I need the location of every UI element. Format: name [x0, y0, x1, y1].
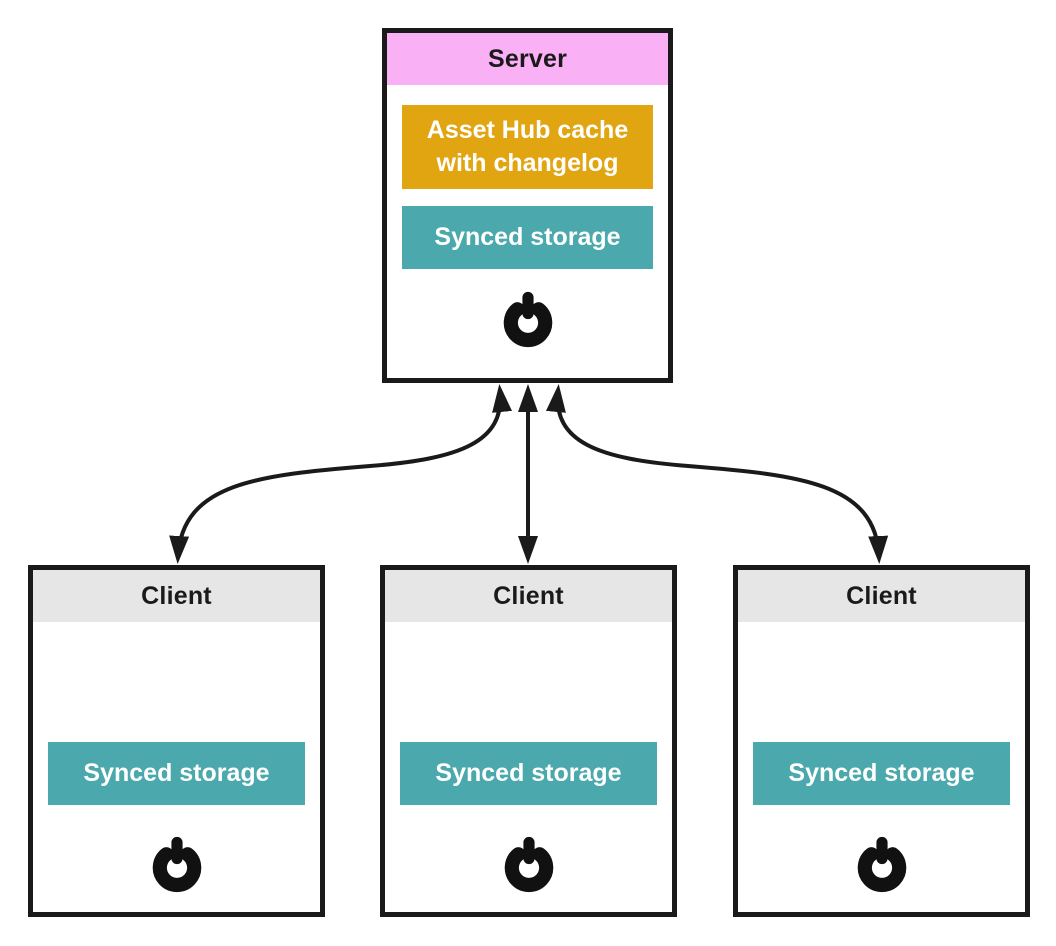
arrow-server-client-3 [546, 384, 889, 564]
client-3-synced-storage-label: Synced storage [788, 759, 975, 787]
client-2-header: Client [385, 570, 672, 622]
client-node-1: Client Synced storage [28, 565, 325, 917]
client-node-3: Client Synced storage [733, 565, 1030, 917]
client-3-header: Client [738, 570, 1025, 622]
client-3-power-icon [738, 836, 1025, 894]
server-node: Server Asset Hub cache with changelog Sy… [382, 28, 673, 383]
client-1-title: Client [141, 581, 212, 610]
server-synced-storage-label: Synced storage [434, 223, 621, 251]
server-power-icon [387, 291, 668, 349]
asset-hub-cache-label: Asset Hub cache with changelog [426, 116, 629, 177]
client-1-header: Client [33, 570, 320, 622]
client-2-title: Client [493, 581, 564, 610]
client-1-power-icon [33, 836, 320, 894]
client-3-synced-storage-box: Synced storage [753, 742, 1010, 805]
client-node-2: Client Synced storage [380, 565, 677, 917]
client-3-title: Client [846, 581, 917, 610]
server-synced-storage-box: Synced storage [402, 206, 653, 269]
asset-hub-cache-box: Asset Hub cache with changelog [402, 105, 653, 189]
server-title: Server [487, 44, 568, 73]
client-1-synced-storage-label: Synced storage [83, 759, 270, 787]
client-2-synced-storage-box: Synced storage [400, 742, 657, 805]
client-1-synced-storage-box: Synced storage [48, 742, 305, 805]
client-2-synced-storage-label: Synced storage [435, 759, 622, 787]
arrow-server-client-1 [169, 384, 512, 564]
server-header: Server [387, 33, 668, 85]
client-2-power-icon [385, 836, 672, 894]
